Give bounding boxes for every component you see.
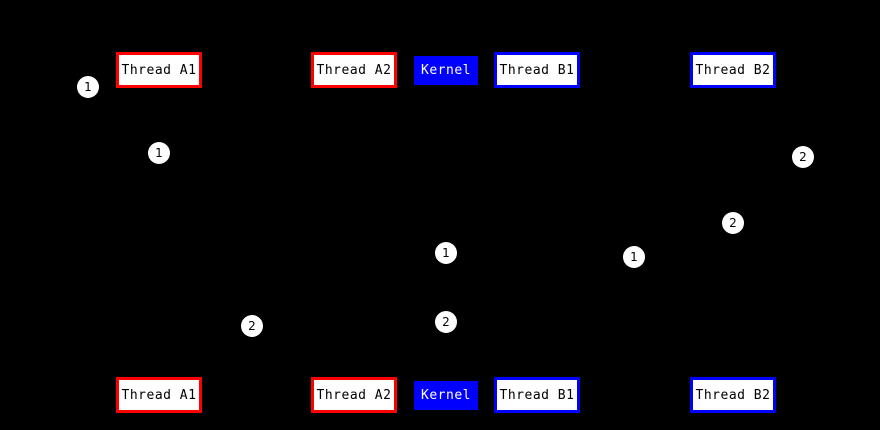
participant-thread-b2-bottom[interactable]: Thread B2 — [690, 377, 776, 413]
step-badge: 1 — [623, 246, 645, 268]
step-badge: 1 — [148, 142, 170, 164]
step-badge: 2 — [435, 311, 457, 333]
message-arrow-b1-to-kernel — [446, 257, 537, 258]
participant-kernel-top[interactable]: Kernel — [414, 56, 478, 85]
step-badge: 2 — [722, 212, 744, 234]
participant-thread-b2-top[interactable]: Thread B2 — [690, 52, 776, 88]
step-badge: 1 — [77, 76, 99, 98]
message-arrow-kernel-to-a1 — [159, 326, 446, 327]
participant-thread-a1-bottom[interactable]: Thread A1 — [116, 377, 202, 413]
step-badge: 1 — [435, 242, 457, 264]
message-arrow-a1-to-a2 — [159, 153, 354, 154]
participant-thread-b1-top[interactable]: Thread B1 — [494, 52, 580, 88]
step-badge: 2 — [792, 146, 814, 168]
message-arrow-a2-to-kernel — [354, 253, 446, 254]
step-badge: 2 — [241, 315, 263, 337]
lifeline-thread-b1 — [537, 88, 538, 377]
participant-kernel-bottom[interactable]: Kernel — [414, 381, 478, 410]
message-arrow-b2-to-b1 — [537, 223, 733, 224]
participant-thread-b1-bottom[interactable]: Thread B1 — [494, 377, 580, 413]
participant-thread-a2-top[interactable]: Thread A2 — [311, 52, 397, 88]
participant-thread-a2-bottom[interactable]: Thread A2 — [311, 377, 397, 413]
lifeline-kernel — [446, 85, 447, 381]
participant-thread-a1-top[interactable]: Thread A1 — [116, 52, 202, 88]
lifeline-thread-a2 — [354, 88, 355, 377]
lifeline-thread-a1 — [159, 88, 160, 377]
